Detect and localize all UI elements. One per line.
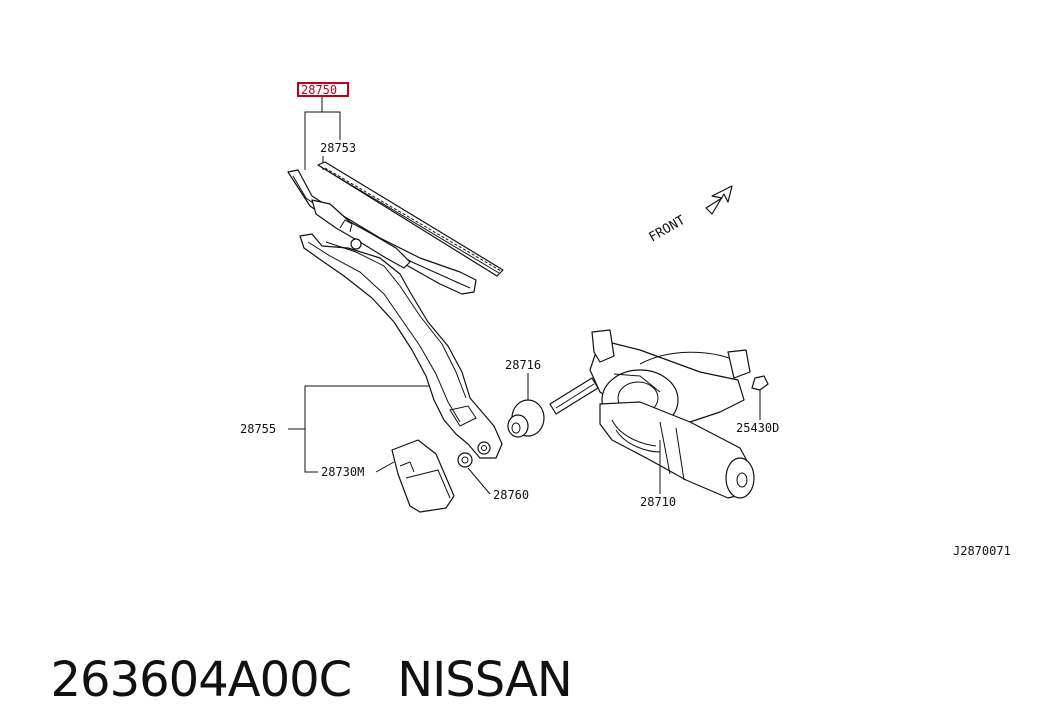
wiper-arm-cap: [391, 439, 455, 513]
front-direction-label: FRONT: [647, 213, 689, 246]
callout-28750-highlight-box: [297, 82, 349, 97]
callout-28730M[interactable]: 28730M: [321, 465, 364, 479]
mounting-bolt: [751, 375, 769, 402]
wiper-motor-assembly: [549, 329, 755, 499]
grommet: [507, 399, 545, 438]
leader-28750-to-28753: [322, 111, 341, 140]
wiper-blade-rubber: [317, 161, 504, 277]
wiper-arm: [299, 233, 503, 459]
leader-28760: [467, 467, 491, 495]
rear-wiper-exploded-diagram: 28750 28753 28755 28730M: [240, 82, 1011, 558]
wiper-blade-assembly: [287, 169, 477, 295]
wiper-nut: [457, 452, 473, 468]
leader-28730M-part: [375, 461, 395, 473]
part-caption: 263604A00C NISSAN: [22, 596, 573, 708]
leader-28750: [304, 97, 323, 170]
callout-28716[interactable]: 28716: [505, 358, 541, 372]
callout-28753[interactable]: 28753: [320, 141, 356, 155]
callout-28710[interactable]: 28710: [640, 495, 676, 509]
callout-25430D[interactable]: 25430D: [736, 421, 779, 435]
leader-28755: [288, 385, 430, 430]
diagram-code: J2870071: [953, 544, 1011, 558]
callout-28755[interactable]: 28755: [240, 422, 276, 436]
part-number: 263604A00C: [50, 652, 353, 708]
callout-28760[interactable]: 28760: [493, 488, 529, 502]
callout-28750[interactable]: 28750: [301, 83, 337, 97]
brand-name: NISSAN: [397, 652, 573, 708]
front-arrow-icon: [705, 185, 733, 215]
front-direction-indicator: FRONT: [647, 185, 733, 246]
leader-28730M: [304, 429, 318, 473]
